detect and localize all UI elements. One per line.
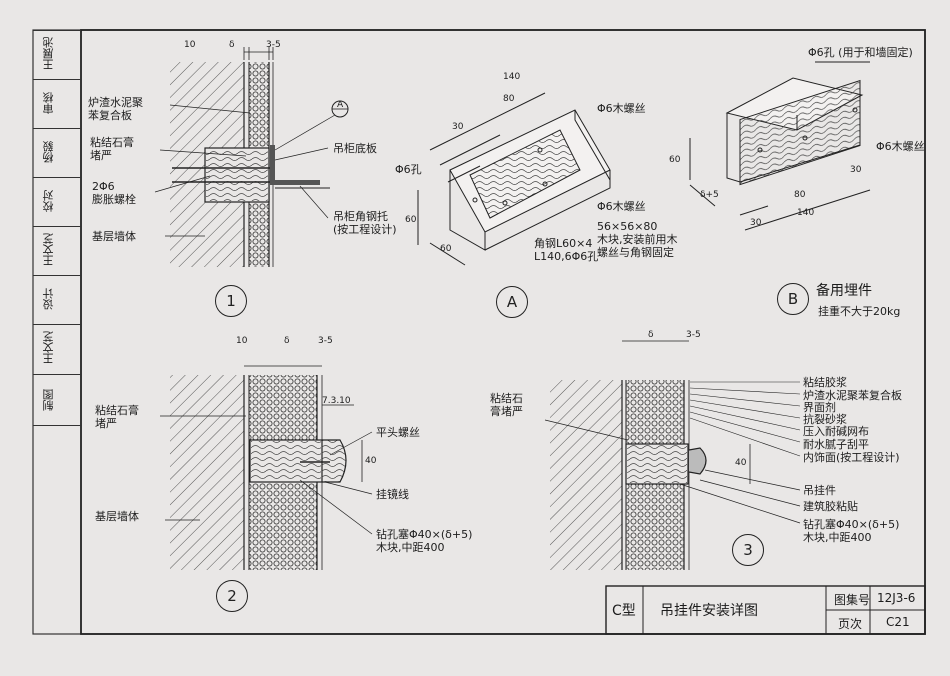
detail-1-drawing [154,47,349,267]
label-a-angle-desc: 角钢L60×4 L140,6Φ6孔 [534,237,599,263]
sidebar-role: 王文芝 [42,331,55,364]
label-cabinet-bottom: 吊柜底板 [333,142,377,155]
label-expansion-bolt: 2Φ6 膨胀螺栓 [92,180,136,206]
detail-3-drawing [544,340,801,570]
label-2-gypsum-fill: 粘结石膏 堵严 [95,404,139,430]
titleblock-page-value: C21 [886,615,910,629]
titleblock-atlas-label: 图集号 [834,593,871,607]
dim-3-40: 40 [735,458,747,468]
detail-b-drawing [689,61,871,231]
dim-3-5: 3-5 [266,40,281,50]
label-3-layer-0: 粘结胶浆 [803,376,847,389]
label-composite-board: 炉渣水泥聚 苯复合板 [88,96,143,122]
dim-2-40: 40 [365,456,377,466]
detail-a-letter: A [496,286,528,318]
detail-2-drawing [160,365,373,570]
sidebar-row: 设计 [33,275,81,325]
sidebar-role: 制图 [42,389,55,411]
ref-a-marker: A [337,100,344,110]
sidebar-role: 校对 [42,190,55,212]
signature-sidebar: 王展池 审核 杨毅 校对 王文芝 设计 王文芝 制图 [33,30,81,426]
label-cabinet-bracket: 吊柜角钢托 (按工程设计) [333,210,397,236]
dim-delta: δ [229,40,235,50]
label-2-plug: 钻孔塞Φ40×(δ+5) 木块,中距400 [376,528,473,554]
detail-a-drawing [417,92,611,266]
sidebar-row: 王文芝 [33,226,81,276]
dim-2-3-5: 3-5 [318,336,333,346]
label-2-mirror-line: 挂镜线 [376,488,409,501]
detail-b-letter: B [777,283,809,315]
titleblock-atlas-value: 12J3-6 [877,591,916,605]
dim-b-140: 140 [797,208,815,218]
dim-b-80: 80 [794,190,806,200]
dim-3-3-5: 3-5 [686,330,701,340]
dim-2-10: 10 [236,336,248,346]
label-3-hanger: 吊挂件 [803,484,836,497]
detail-3-number: 3 [732,534,764,566]
sidebar-row: 王文芝 [33,324,81,375]
label-3-layer-3: 抗裂砂浆 [803,413,847,426]
label-3-layer-4: 压入耐碱网布 [803,425,869,438]
label-b-screw: Φ6木螺丝 [876,140,925,153]
sidebar-role: 王文芝 [42,233,55,266]
cabinet-bracket-1 [270,180,320,185]
label-3-layer-2: 界面剂 [803,401,836,414]
label-a-screw-mid: Φ6木螺丝 [597,200,646,213]
label-b-hole: Φ6孔 (用于和墙固定) [808,46,913,59]
sidebar-role: 审核 [42,92,55,114]
sidebar-row: 杨毅 [33,128,81,178]
dim-b-delta-5: δ+5 [700,190,719,200]
sidebar-row: 制图 [33,374,81,426]
label-2-base-wall: 基层墙体 [95,510,139,523]
sidebar-role: 杨毅 [42,141,55,163]
label-3-layer-1: 炉渣水泥聚苯复合板 [803,389,902,402]
dim-10: 10 [184,40,196,50]
dim-2-delta: δ [284,336,290,346]
dim-a-30: 30 [452,122,464,132]
titleblock-title: 吊挂件安装详图 [660,603,758,619]
dim-2-7-3-10: 7.3.10 [322,396,351,406]
label-3-adhesive: 建筑胶粘贴 [803,500,858,513]
label-3-layer-6: 内饰面(按工程设计) [803,451,900,464]
sidebar-row: 王展池 [33,30,81,80]
sidebar-role: 设计 [42,288,55,310]
label-base-wall: 基层墙体 [92,230,136,243]
label-a-screw-top: Φ6木螺丝 [597,102,646,115]
dim-b-30b: 30 [750,218,762,228]
drawing-frame [80,29,926,635]
label-gypsum-fill: 粘结石膏 堵严 [90,136,134,162]
dim-a-60-height: 60 [405,215,417,225]
titleblock-page-label: 页次 [838,617,863,631]
detail-2-number: 2 [216,580,248,612]
label-3-plug: 钻孔塞Φ40×(δ+5) 木块,中距400 [803,518,900,544]
label-a-hole: Φ6孔 [395,163,422,176]
label-b-title: 备用埋件 [816,283,872,299]
titleblock-type: C型 [612,603,636,619]
detail-1-number: 1 [215,285,247,317]
label-3-layer-5: 耐水腻子刮平 [803,438,869,451]
label-a-block-desc: 56×56×80 木块,安装前用木 螺丝与角钢固定 [597,220,678,259]
dim-3-delta: δ [648,330,654,340]
label-b-note: 挂重不大于20kg [818,305,901,318]
label-3-gypsum-fill: 粘结石 膏堵严 [490,392,523,418]
sidebar-row: 审核 [33,79,81,129]
dim-a-140: 140 [503,72,521,82]
label-2-flat-screw: 平头螺丝 [376,426,420,439]
dim-a-80: 80 [503,94,515,104]
dim-b-30a: 30 [850,165,862,175]
sidebar-row: 校对 [33,177,81,227]
sidebar-role: 王展池 [42,37,55,70]
dim-b-60: 60 [669,155,681,165]
dim-a-60-width: 60 [440,244,452,254]
